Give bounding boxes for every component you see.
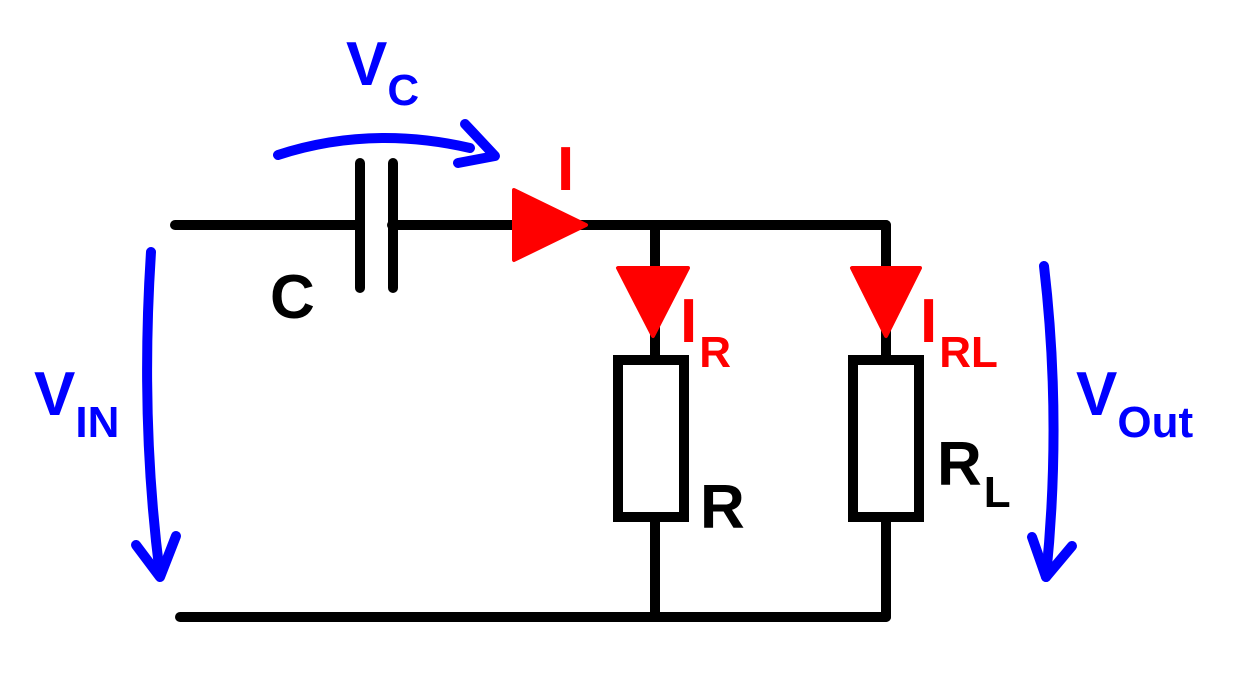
vc-arrow-head bbox=[453, 119, 500, 168]
label-c: C bbox=[270, 263, 315, 332]
vc-arrow-curve bbox=[273, 133, 475, 160]
label-vc: VC bbox=[346, 30, 419, 115]
label-rl: RL bbox=[937, 430, 1011, 517]
label-vin-main: V bbox=[34, 360, 75, 429]
label-vout-sub: Out bbox=[1117, 398, 1193, 447]
label-r: R bbox=[700, 473, 745, 542]
vin-arrow-head bbox=[131, 531, 181, 582]
vout-arrow-curve bbox=[1039, 261, 1059, 582]
label-vout: VOut bbox=[1076, 360, 1193, 447]
resistor-rl bbox=[848, 355, 924, 522]
vin-arrow-curve bbox=[142, 247, 165, 580]
label-vin-sub: IN bbox=[75, 398, 119, 447]
current-irl-arrow bbox=[850, 266, 922, 338]
current-ir-arrow bbox=[616, 266, 690, 338]
resistor-r bbox=[613, 355, 689, 522]
label-rl-sub: L bbox=[984, 468, 1011, 517]
current-arrows bbox=[512, 188, 922, 338]
voltage-arrows bbox=[131, 119, 1077, 582]
label-vin: VIN bbox=[34, 360, 119, 447]
current-i-arrow bbox=[512, 188, 588, 262]
label-ir: IR bbox=[680, 287, 731, 377]
label-vc-sub: C bbox=[387, 66, 419, 115]
label-ir-main: I bbox=[680, 287, 697, 356]
label-i: I bbox=[557, 135, 574, 204]
label-ir-sub: R bbox=[699, 328, 731, 377]
label-irl-sub: RL bbox=[939, 328, 998, 377]
label-rl-main: R bbox=[937, 430, 982, 499]
vout-arrow-head bbox=[1027, 532, 1077, 582]
label-vc-main: V bbox=[346, 30, 387, 99]
capacitor bbox=[355, 158, 398, 293]
label-irl-main: I bbox=[920, 287, 937, 356]
label-vout-main: V bbox=[1076, 360, 1117, 429]
label-irl: IRL bbox=[920, 287, 998, 377]
